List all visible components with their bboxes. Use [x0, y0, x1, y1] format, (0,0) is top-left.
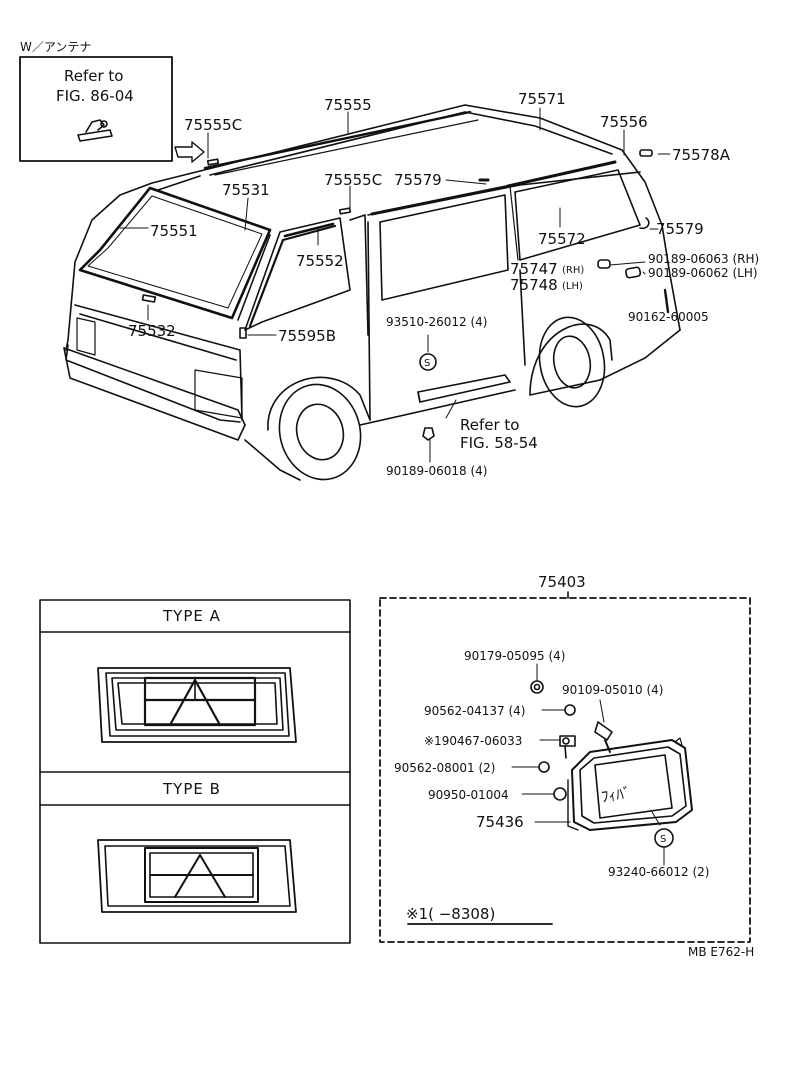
- label-90562-04137: 90562-04137 (4): [424, 704, 526, 718]
- label-90189-06063: 90189-06063 (RH): [648, 252, 759, 266]
- refer-label: Refer to: [460, 416, 519, 434]
- label-75579-right: 75579: [656, 220, 704, 238]
- type-a-plate: [97, 667, 297, 743]
- label-93240-66012: 93240-66012 (2): [608, 865, 710, 879]
- kit-title: 75403: [538, 573, 586, 591]
- license-kit-box: [379, 591, 751, 943]
- leader-lines: [119, 107, 671, 463]
- diagram-text: W／アンテナ Refer to FIG. 86-04 75555 75571 7…: [20, 40, 759, 959]
- label-lh: (LH): [562, 281, 583, 292]
- label-90179-05095: 90179-05095 (4): [464, 649, 566, 663]
- label-93510-26012: 93510-26012 (4): [386, 315, 488, 329]
- label-90109-05010: 90109-05010 (4): [562, 683, 664, 697]
- label-75578a: 75578A: [672, 146, 731, 164]
- label-75555: 75555: [324, 96, 372, 114]
- antenna-fig: FIG. 86-04: [56, 87, 134, 105]
- label-90162-60005: 90162-60005: [628, 310, 709, 324]
- label-90189-06062: 90189-06062 (LH): [648, 266, 758, 280]
- label-75556: 75556: [600, 113, 648, 131]
- antenna-header: W／アンテナ: [20, 40, 91, 54]
- label-90189-06018: 90189-06018 (4): [386, 464, 488, 478]
- refer-fig: FIG. 58-54: [460, 434, 538, 452]
- footer-code: MB E762-H: [688, 945, 754, 959]
- s-mark: S: [424, 358, 430, 369]
- type-b-title: TYPE B: [162, 780, 221, 798]
- label-75555c-mid: 75555C: [324, 171, 382, 189]
- antenna-inset: [19, 56, 173, 162]
- label-75595b: 75595B: [278, 327, 336, 345]
- label-90562-08001: 90562-08001 (2): [394, 761, 496, 775]
- label-190467-06033: ※190467-06033: [424, 734, 522, 748]
- antenna-refer: Refer to: [64, 67, 123, 85]
- label-75572: 75572: [538, 230, 586, 248]
- label-75552: 75552: [296, 252, 344, 270]
- kit-parts: [407, 663, 693, 925]
- van-illustration: [63, 104, 681, 481]
- label-75748: 75748: [510, 276, 558, 294]
- label-75436: 75436: [476, 813, 524, 831]
- label-75551: 75551: [150, 222, 198, 240]
- inset-pointer-arrow: [174, 141, 205, 163]
- plate-text: ﾌｨﾊﾞ: [600, 784, 632, 806]
- label-rh: (RH): [562, 265, 584, 276]
- label-75571: 75571: [518, 90, 566, 108]
- kit-s-mark: S: [660, 834, 666, 845]
- kit-note: ※1( −8308): [406, 905, 495, 923]
- label-75579-mid: 75579: [394, 171, 442, 189]
- type-a-title: TYPE A: [162, 607, 221, 625]
- label-75555c-top: 75555C: [184, 116, 242, 134]
- type-b-plate: [97, 839, 297, 913]
- type-variants-box: [39, 599, 351, 944]
- label-75531: 75531: [222, 181, 270, 199]
- label-75532: 75532: [128, 322, 176, 340]
- label-75747: 75747: [510, 260, 558, 278]
- label-90950-01004: 90950-01004: [428, 788, 509, 802]
